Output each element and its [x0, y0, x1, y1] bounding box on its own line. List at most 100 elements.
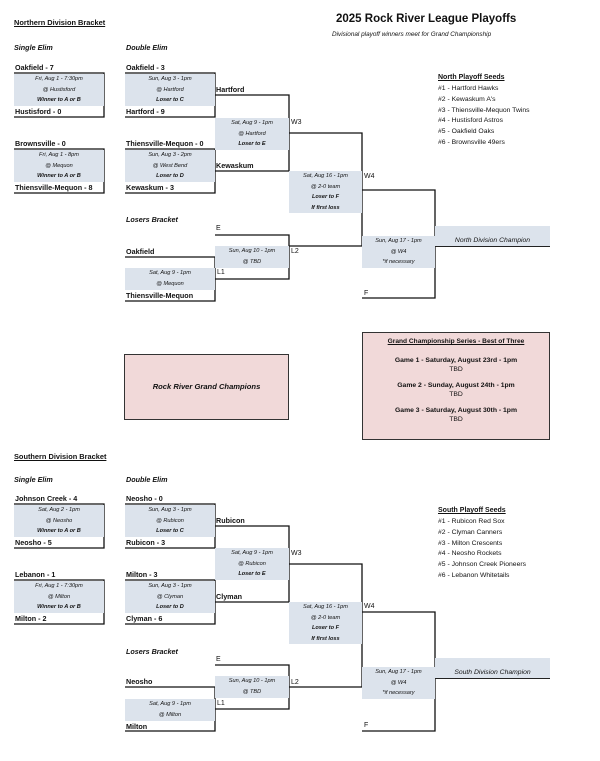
game-note: Loser to E: [238, 141, 266, 148]
game-note: *if necessary: [382, 259, 415, 266]
south-losers-top-team: Neosho: [126, 677, 153, 686]
north-final-game-box: Sun, Aug 17 - 1pm @ W4 *if necessary: [362, 236, 435, 268]
game-date: Sat, Aug 16 - 1pm: [303, 604, 348, 610]
game-location: @ West Bend: [152, 162, 188, 169]
south-losers-bottom-team: Milton: [126, 722, 148, 731]
north-losers-top-team: Oakfield: [126, 247, 155, 256]
south-se2-game-box: Fri, Aug 1 - 7:30pm @ Milton Winner to A…: [14, 581, 104, 613]
north-de1-bottom-team: Hartford - 9: [126, 107, 165, 116]
south-se2-top-team: Lebanon - 1: [15, 570, 56, 579]
game-location: @ Hartford: [238, 130, 266, 137]
game-note: Winner to A or B: [37, 173, 81, 180]
seed-item: #3 - Milton Crescents: [438, 539, 503, 547]
north-se2-top-team: Brownsville - 0: [15, 139, 66, 148]
game-note: Loser to E: [238, 571, 266, 578]
north-w1-bottom-team: Kewaskum: [216, 161, 254, 170]
north-se1-bottom-team: Hustisford - 0: [15, 107, 62, 116]
north-division-champion: North Division Champion: [435, 226, 550, 247]
south-final-game-box: Sun, Aug 17 - 1pm @ W4 *if necessary: [362, 667, 435, 699]
south-w1-top-team: Rubicon: [216, 516, 245, 525]
south-se2-bottom-team: Milton - 2: [15, 614, 47, 623]
south-l2-tag: L2: [291, 679, 299, 686]
game-location: @ 2-0 team: [310, 614, 341, 621]
game-date: Sat, Aug 9 - 1pm: [149, 270, 191, 276]
grand-champions-box: Rock River Grand Champions: [124, 354, 289, 420]
grand-game-label: Game 3 - Saturday, August 30th - 1pm: [395, 407, 517, 414]
south-de1-top-team: Neosho - 0: [126, 494, 163, 503]
seed-item: #4 - Hustisford Astros: [438, 117, 503, 125]
grand-series-title: Grand Championship Series - Best of Thre…: [387, 338, 525, 345]
game-date: Sat, Aug 9 - 1pm: [149, 701, 191, 707]
north-l2-tag: L2: [291, 248, 299, 255]
south-l1-game-box: Sat, Aug 9 - 1pm @ Milton: [125, 699, 215, 721]
seed-item: #1 - Hartford Hawks: [438, 85, 499, 92]
seed-item: #6 - Lebanon Whitetails: [438, 571, 510, 579]
grand-series-box: Grand Championship Series - Best of Thre…: [362, 332, 550, 440]
seed-item: #3 - Thiensville-Mequon Twins: [438, 106, 530, 114]
game-date: Sun, Aug 10 - 1pm: [228, 248, 276, 254]
north-losers-bottom-team: Thiensville-Mequon: [126, 291, 194, 300]
north-single-elim-label: Single Elim: [14, 43, 53, 52]
south-f-label: F: [364, 722, 369, 729]
south-e-label: E: [216, 656, 221, 663]
south-single-elim-label: Single Elim: [14, 475, 53, 484]
game-location: @ Rubicon: [238, 560, 266, 567]
north-se2-game-box: Fri, Aug 1 - 8pm @ Mequon Winner to A or…: [14, 150, 104, 182]
seed-item: #2 - Clyman Canners: [438, 528, 503, 536]
game-location: @ Rubicon: [156, 517, 184, 524]
north-de2-game-box: Sun, Aug 3 - 2pm @ West Bend Loser to D: [125, 150, 215, 182]
game-note: Winner to A or B: [37, 97, 81, 104]
north-se1-game-box: Fri, Aug 1 - 7:30pm @ Hustisford Winner …: [14, 74, 104, 106]
south-de1-game-box: Sun, Aug 3 - 1pm @ Rubicon Loser to C: [125, 505, 215, 537]
north-e-label: E: [216, 225, 221, 232]
south-de1-bottom-team: Rubicon - 3: [126, 538, 166, 547]
game-date: Sun, Aug 3 - 2pm: [148, 152, 192, 158]
grand-game-venue: TBD: [449, 366, 463, 373]
south-de2-bottom-team: Clyman - 6: [126, 614, 163, 623]
game-note: Winner to A or B: [37, 528, 81, 535]
game-date: Fri, Aug 1 - 7:30pm: [35, 76, 83, 82]
grand-game-venue: TBD: [449, 416, 463, 423]
south-seeds-title: South Playoff Seeds: [438, 507, 506, 514]
grand-game-label: Game 1 - Saturday, August 23rd - 1pm: [394, 357, 518, 364]
game-location: @ 2-0 team: [310, 183, 341, 190]
game-date: Fri, Aug 1 - 7:30pm: [35, 583, 83, 589]
game-location: @ Hartford: [156, 86, 184, 93]
game-date: Sat, Aug 9 - 1pm: [231, 120, 273, 126]
south-w4-game-box: Sat, Aug 16 - 1pm @ 2-0 team Loser to F …: [289, 602, 362, 644]
game-location: @ Mequon: [45, 162, 73, 169]
page-subtitle: Divisional playoff winners meet for Gran…: [332, 31, 492, 38]
south-division-champion: South Division Champion: [435, 658, 550, 679]
grand-champions-label: Rock River Grand Champions: [152, 382, 261, 391]
south-se1-game-box: Sat, Aug 2 - 1pm @ Neosho Winner to A or…: [14, 505, 104, 537]
south-heading: Southern Division Bracket: [14, 452, 107, 461]
north-l2-game-box: Sun, Aug 10 - 1pm @ TBD: [215, 246, 289, 268]
south-de2-top-team: Milton - 3: [126, 570, 158, 579]
game-location: @ Milton: [158, 711, 182, 718]
game-date: Sun, Aug 3 - 1pm: [148, 76, 192, 82]
game-note: Loser to F: [311, 625, 340, 632]
north-l1-game-box: Sat, Aug 9 - 1pm @ Mequon: [125, 268, 215, 290]
game-date: Sat, Aug 2 - 1pm: [38, 507, 80, 513]
seed-item: #2 - Kewaskum A's: [438, 95, 496, 103]
north-w3-game-box: Sat, Aug 9 - 1pm @ Hartford Loser to E: [215, 118, 289, 150]
seed-item: #5 - Johnson Creek Pioneers: [438, 561, 527, 569]
north-seeds-list: #1 - Hartford Hawks #2 - Kewaskum A's #3…: [438, 84, 530, 149]
north-f-label: F: [364, 290, 369, 297]
game-date: Fri, Aug 1 - 8pm: [39, 152, 79, 158]
game-note: Loser to F: [311, 194, 340, 201]
page-title: 2025 Rock River League Playoffs: [336, 13, 517, 25]
north-w4-tag: W4: [364, 173, 375, 180]
game-note: *if necessary: [382, 690, 415, 697]
south-seeds-list: #1 - Rubicon Red Sox #2 - Clyman Canners…: [438, 517, 526, 582]
north-se1-top-team: Oakfield - 7: [15, 63, 54, 72]
game-location: @ Neosho: [45, 517, 73, 524]
grand-game-venue: TBD: [449, 391, 463, 398]
game-note: Loser to D: [156, 173, 184, 180]
game-date: Sun, Aug 3 - 1pm: [148, 583, 192, 589]
north-de1-top-team: Oakfield - 3: [126, 63, 165, 72]
game-location: @ Hustisford: [42, 86, 76, 93]
game-note: If first loss: [311, 635, 340, 642]
north-de2-top-team: Thiensville-Mequon - 0: [126, 139, 204, 148]
